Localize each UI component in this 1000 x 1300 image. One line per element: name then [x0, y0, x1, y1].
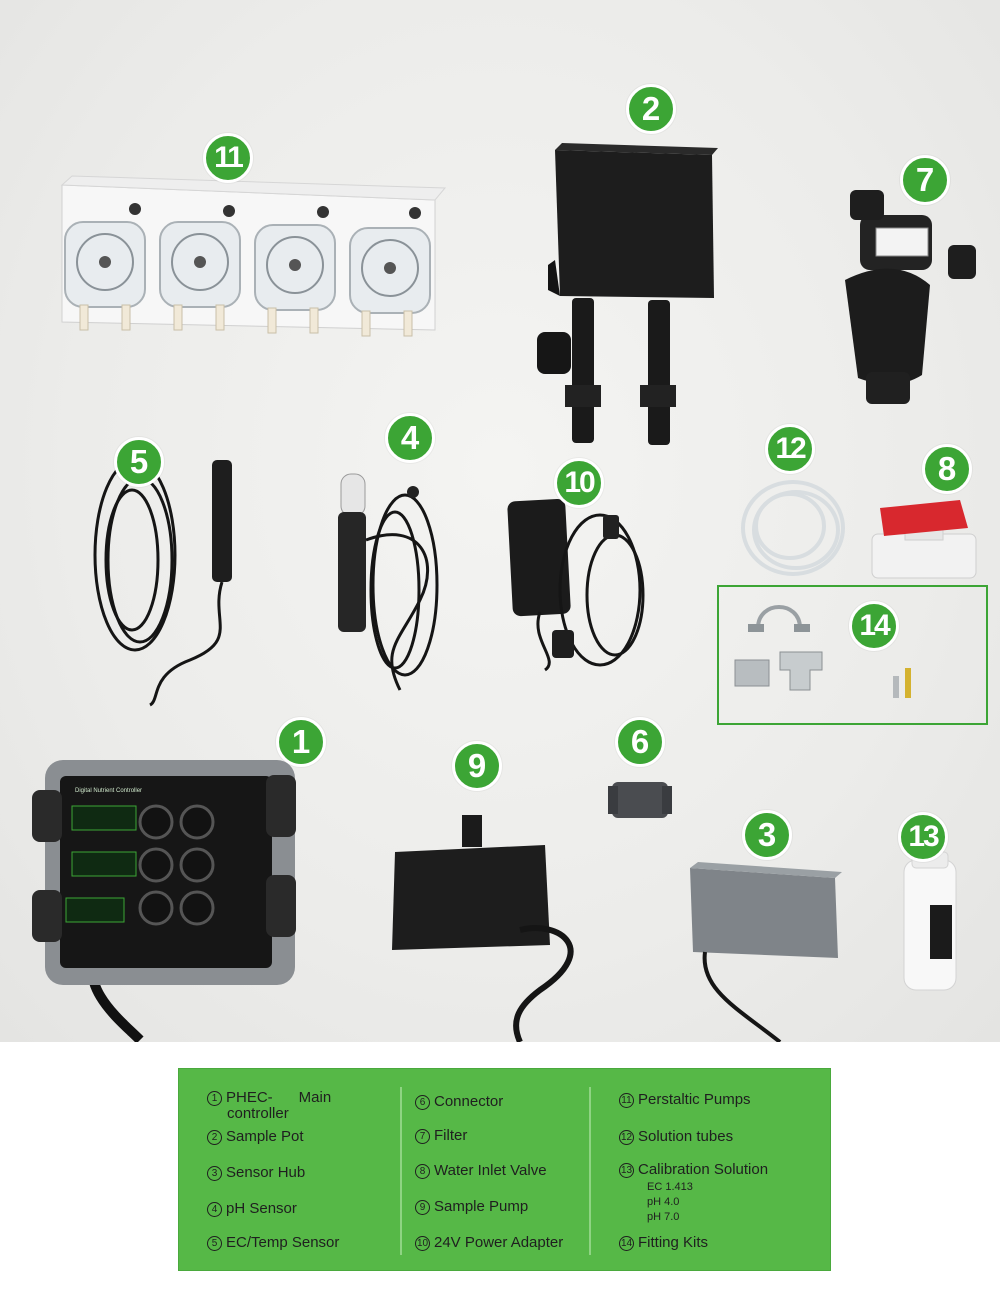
- filter-image: [845, 190, 976, 404]
- controller-title: Digital Nutrient Controller: [75, 788, 143, 794]
- badge-12: 12: [765, 424, 815, 474]
- solution-tubes-image: [741, 480, 845, 576]
- legend-divider: [400, 1087, 402, 1255]
- sensor-hub-image: [690, 862, 842, 1042]
- main-controller-image: [32, 760, 296, 1042]
- badge-14: 14: [849, 601, 899, 651]
- badge-9: 9: [452, 741, 502, 791]
- badge-6: 6: [615, 717, 665, 767]
- sample-pot-image: [537, 143, 718, 445]
- ec-temp-sensor-image: [93, 458, 232, 707]
- badge-5: 5: [114, 437, 164, 487]
- badge-13: 13: [898, 812, 948, 862]
- sample-pump-image: [392, 815, 574, 1042]
- peristaltic-pumps-image: [60, 175, 447, 337]
- badge-10: 10: [554, 458, 604, 508]
- legend-sub-ec: EC 1.413: [647, 1181, 693, 1193]
- badge-7: 7: [900, 155, 950, 205]
- calibration-solution-image: [903, 851, 957, 991]
- badge-2: 2: [626, 84, 676, 134]
- connector-image: [608, 782, 672, 818]
- legend-sub-ph4: pH 4.0: [647, 1196, 680, 1208]
- product-illustration: [32, 143, 977, 1042]
- legend-item-1-line2: controller: [227, 1105, 289, 1122]
- fitting-kit-frame: [717, 585, 988, 725]
- badge-1: 1: [276, 717, 326, 767]
- fitting-kits-image: [734, 605, 911, 698]
- badge-3: 3: [742, 810, 792, 860]
- product-photo: 1 2 3 4 5 6 7 8 9 10 11 12 13 14 Digital…: [0, 0, 1000, 1042]
- badge-11: 11: [203, 133, 253, 183]
- badge-8: 8: [922, 444, 972, 494]
- badge-4: 4: [385, 413, 435, 463]
- water-inlet-valve-image: [871, 500, 977, 579]
- ph-sensor-image: [338, 473, 439, 691]
- power-adapter-image: [507, 499, 645, 672]
- legend-sub-ph7: pH 7.0: [647, 1211, 680, 1223]
- legend-divider: [589, 1087, 591, 1255]
